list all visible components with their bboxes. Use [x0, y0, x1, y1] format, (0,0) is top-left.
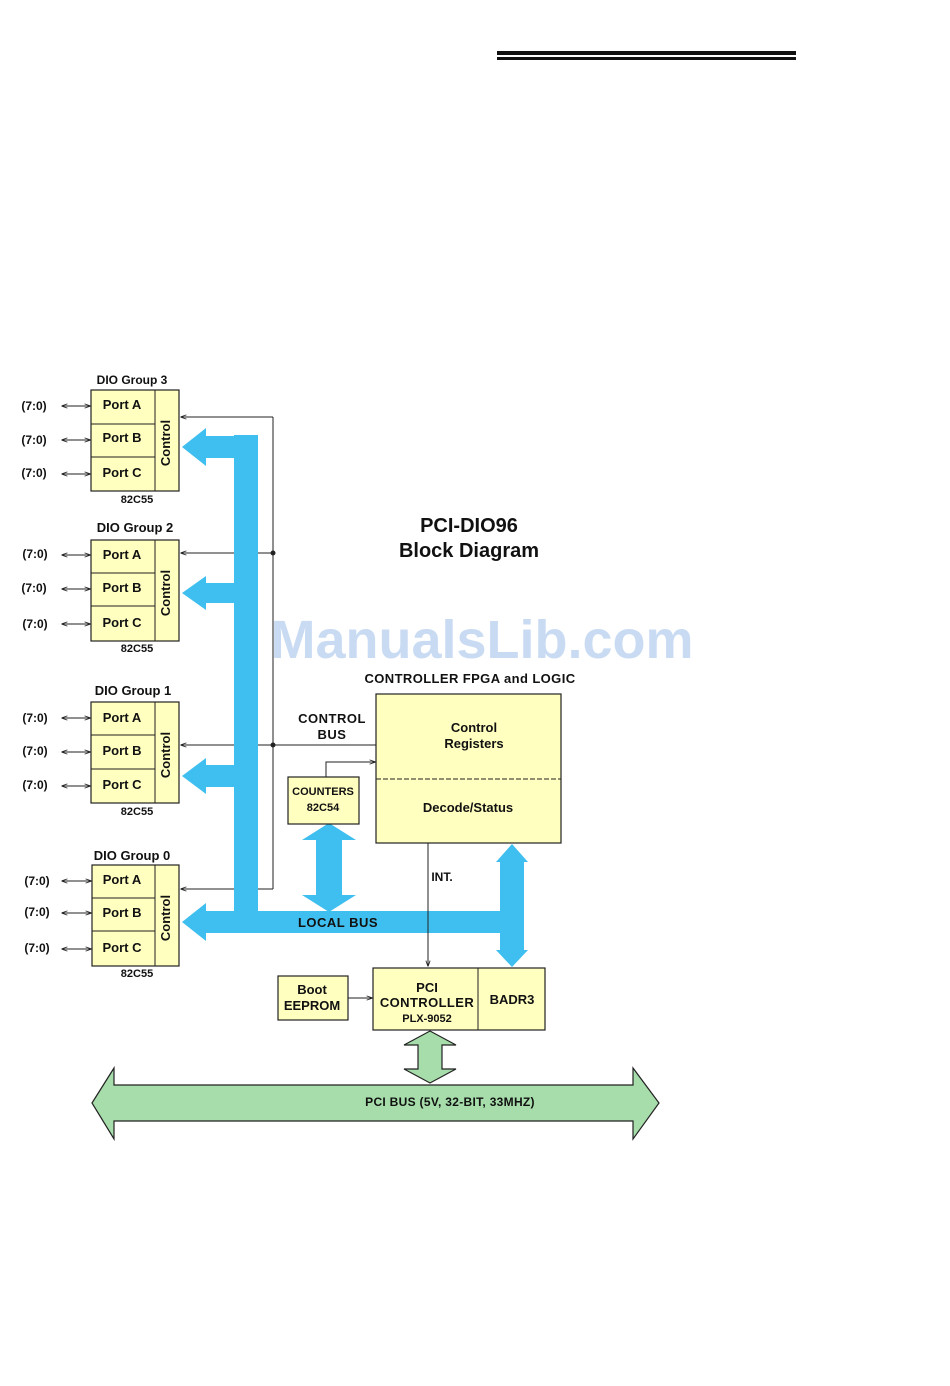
control-label: Control [158, 420, 173, 466]
chip-label: 82C55 [121, 494, 153, 506]
port-a-label: Port A [103, 547, 142, 562]
local-bus [182, 428, 528, 967]
port-c-label: Port C [103, 615, 143, 630]
chip-label: 82C55 [121, 643, 153, 655]
counters-label: COUNTERS [292, 786, 354, 798]
diagram-title-line1: PCI-DIO96 [420, 515, 518, 537]
port-b-label: Port B [103, 580, 142, 595]
dio-group-name: DIO Group 0 [94, 848, 171, 863]
io-label-a: (7:0) [22, 547, 47, 561]
decode-status-label: Decode/Status [423, 800, 513, 815]
diagram-title-line2: Block Diagram [399, 540, 539, 562]
pci-bus-label: PCI BUS (5V, 32-BIT, 33MHZ) [365, 1095, 535, 1109]
port-c-label: Port C [103, 465, 143, 480]
pci-controller: PCI CONTROLLER PLX-9052 BADR3 [372, 967, 546, 1031]
pci-controller-line1: PCI [416, 980, 438, 995]
io-label-b: (7:0) [24, 905, 49, 919]
port-b-label: Port B [103, 743, 142, 758]
dio-group-0: DIO Group 0 Port A Port B Port C Control… [24, 848, 180, 980]
io-label-a: (7:0) [24, 874, 49, 888]
pci-controller-chip: PLX-9052 [402, 1013, 452, 1025]
pci-bus [91, 1065, 660, 1142]
pci-link-arrow [403, 1030, 457, 1084]
io-label-c: (7:0) [21, 466, 46, 480]
chip-label: 82C55 [121, 806, 153, 818]
port-a-label: Port A [103, 397, 142, 412]
fpga-heading: CONTROLLER FPGA and LOGIC [364, 671, 575, 686]
control-registers-line1: Control [451, 720, 497, 735]
io-label-c: (7:0) [24, 941, 49, 955]
io-label-c: (7:0) [22, 778, 47, 792]
watermark: ManualsLib.com [270, 610, 693, 670]
control-label: Control [158, 570, 173, 616]
counters-block: COUNTERS 82C54 [287, 762, 375, 825]
io-label-b: (7:0) [21, 433, 46, 447]
eeprom-line1: Boot [297, 982, 327, 997]
control-registers-line2: Registers [444, 736, 503, 751]
io-label-b: (7:0) [22, 744, 47, 758]
dio-group-2: DIO Group 2 Port A Port B Port C Control… [21, 520, 180, 655]
io-label-b: (7:0) [21, 581, 46, 595]
io-label-a: (7:0) [22, 711, 47, 725]
port-a-label: Port A [103, 872, 142, 887]
control-label: Control [158, 895, 173, 941]
chip-label: 82C55 [121, 968, 153, 980]
badr3-label: BADR3 [490, 992, 535, 1007]
local-bus-label: LOCAL BUS [298, 915, 378, 930]
io-label-c: (7:0) [22, 617, 47, 631]
int-line: INT. [428, 843, 453, 966]
dio-group-name: DIO Group 3 [97, 373, 168, 387]
dio-group-name: DIO Group 1 [95, 683, 172, 698]
header-rule [497, 51, 796, 60]
counters-chip-label: 82C54 [307, 802, 340, 814]
int-label: INT. [431, 870, 452, 884]
dio-group-3: DIO Group 3 Port A Port B Port C Control… [21, 373, 180, 506]
control-bus-label-line1: CONTROL [298, 711, 366, 726]
eeprom-line2: EEPROM [284, 998, 340, 1013]
port-c-label: Port C [103, 777, 143, 792]
pci-controller-line2: CONTROLLER [380, 995, 474, 1010]
control-label: Control [158, 732, 173, 778]
controller-fpga: CONTROLLER FPGA and LOGIC Control Regist… [364, 671, 575, 844]
port-a-label: Port A [103, 710, 142, 725]
control-bus-label-line2: BUS [318, 727, 347, 742]
dio-group-1: DIO Group 1 Port A Port B Port C Control… [22, 683, 180, 818]
port-b-label: Port B [103, 905, 142, 920]
port-b-label: Port B [103, 430, 142, 445]
port-c-label: Port C [103, 940, 143, 955]
boot-eeprom: Boot EEPROM [277, 975, 372, 1021]
dio-group-name: DIO Group 2 [97, 520, 174, 535]
io-label-a: (7:0) [21, 399, 46, 413]
